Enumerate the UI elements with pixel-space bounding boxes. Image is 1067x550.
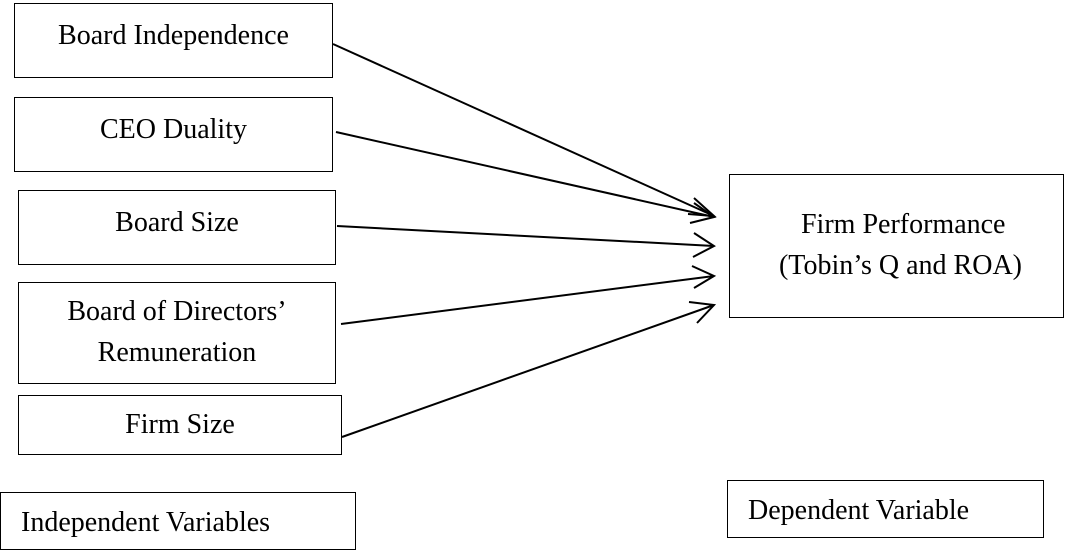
- dependent-variable-legend-label: Dependent Variable: [748, 494, 970, 526]
- board-size-label: Board Size: [115, 207, 239, 238]
- firm-performance-box: Firm Performance (Tobin’s Q and ROA): [729, 174, 1064, 318]
- firm-performance-label-line-2: (Tobin’s Q and ROA): [778, 250, 1023, 281]
- remuneration-box: Board of Directors’ Remuneration: [18, 282, 336, 384]
- arrow-ceo-duality: [335, 131, 717, 224]
- board-independence-label: Board Independence: [58, 20, 289, 51]
- independent-variables-legend: Independent Variables: [0, 492, 356, 550]
- board-size-box: Board Size: [18, 190, 336, 265]
- dependent-variable-legend: Dependent Variable: [727, 480, 1044, 538]
- arrow-remuneration: [340, 265, 717, 325]
- firm-size-label: Firm Size: [125, 408, 235, 440]
- arrow-board-independence: [332, 43, 717, 218]
- arrow-firm-size: [341, 301, 717, 438]
- independent-variables-legend-label: Independent Variables: [21, 506, 271, 538]
- ceo-duality-label: CEO Duality: [100, 114, 247, 145]
- board-independence-box: Board Independence: [14, 3, 333, 78]
- remuneration-label-line-1: Board of Directors’: [67, 296, 287, 328]
- remuneration-label-line-2: Remuneration: [97, 337, 257, 368]
- firm-performance-label-line-1: Firm Performance: [800, 209, 1006, 241]
- ceo-duality-box: CEO Duality: [14, 97, 333, 172]
- arrow-board-size: [336, 225, 716, 258]
- firm-size-box: Firm Size: [18, 395, 342, 455]
